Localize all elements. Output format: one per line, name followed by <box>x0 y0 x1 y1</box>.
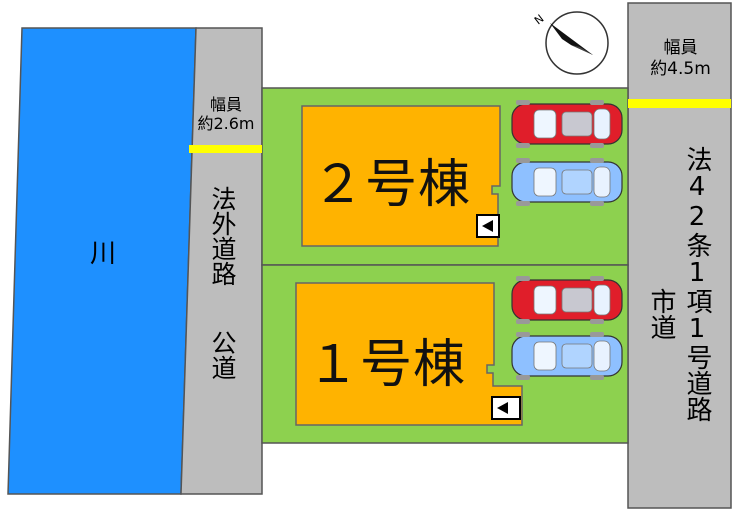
red-car-icon <box>511 276 623 324</box>
west-road-width-marker <box>189 145 262 153</box>
west-road-width-value: 約2.6m <box>197 114 255 133</box>
west-road-type-label: 法外道路 <box>208 186 237 286</box>
building-1-label: １号棟 <box>307 335 467 395</box>
east-road-width-value: 約4.5m <box>650 59 711 79</box>
east-road-width-marker <box>628 99 731 108</box>
red-car-icon <box>511 100 623 148</box>
east-road <box>627 2 732 509</box>
east-road-width-title: 幅員 <box>663 38 698 58</box>
blue-car-icon <box>511 332 623 380</box>
building-1 <box>295 282 523 426</box>
east-road-class-label: 市道 <box>646 288 676 340</box>
entrance-arrow-icon <box>491 396 521 420</box>
west-road-width-title: 幅員 <box>209 95 242 114</box>
building-2 <box>301 105 501 247</box>
west-road-class-label: 公道 <box>208 330 237 380</box>
north-compass-icon <box>545 11 609 75</box>
west-road <box>180 27 263 495</box>
east-road-type-label: 法42条1項1号道路 <box>682 146 712 422</box>
river-label: 川 <box>90 239 117 269</box>
building-2-label: ２号棟 <box>312 155 472 215</box>
west-road-width-label: 幅員 約2.6m <box>190 95 262 133</box>
blue-car-icon <box>511 158 623 206</box>
east-road-width-label: 幅員 約4.5m <box>633 38 728 80</box>
entrance-arrow-icon <box>476 214 500 238</box>
north-label: N <box>532 12 546 27</box>
